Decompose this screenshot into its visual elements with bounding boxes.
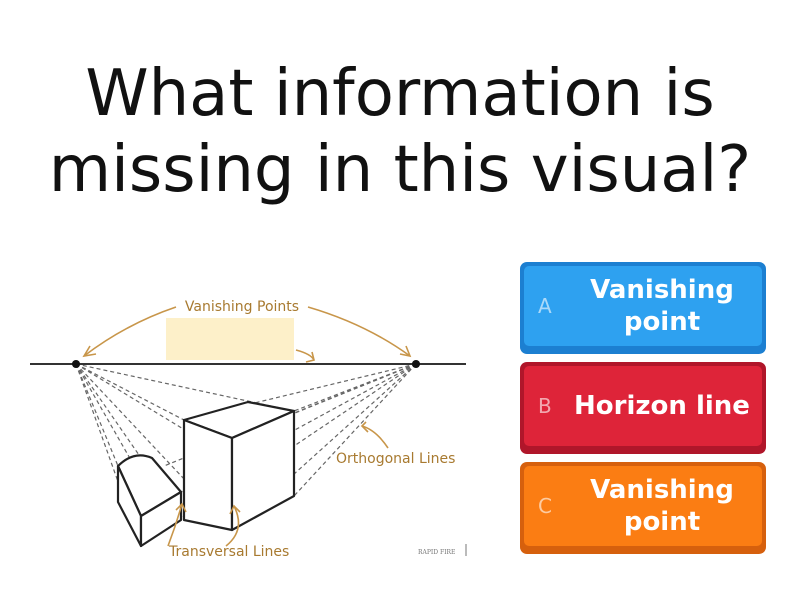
answer-letter-b: B (538, 394, 552, 418)
answer-option-b-face (524, 366, 762, 446)
answer-text-a: Vanishing point (590, 275, 734, 337)
answer-letter-a: A (538, 294, 552, 318)
answer-option-a[interactable]: A Vanishing point (520, 262, 766, 354)
perspective-figure: Vanishing Points Orthogonal Lines Transv… (26, 280, 472, 570)
answer-text-c: Vanishing point (590, 475, 734, 537)
annotation-arrows (82, 306, 412, 547)
perspective-drawing: Vanishing Points Orthogonal Lines Transv… (30, 299, 467, 560)
orthogonal-lines-label: Orthogonal Lines (336, 451, 455, 467)
question-text: What information is missing in this visu… (48, 57, 752, 207)
answer-text-b: Horizon line (574, 391, 750, 421)
right-vanishing-point (412, 360, 420, 368)
answer-option-c-face (524, 466, 762, 546)
vanishing-points-label: Vanishing Points (185, 299, 299, 315)
blanked-label-box (166, 318, 294, 360)
left-vanishing-point (72, 360, 80, 368)
large-box (182, 400, 296, 532)
answer-option-c[interactable]: C Vanishing point (520, 462, 766, 554)
transversal-lines-label: Transversal Lines (168, 544, 289, 560)
answer-option-b[interactable]: B Horizon line (520, 362, 766, 454)
answer-option-a-face (524, 266, 762, 346)
small-block (116, 454, 183, 548)
watermark-logo: RAPID FIRE (418, 549, 455, 556)
answer-letter-c: C (538, 494, 552, 518)
